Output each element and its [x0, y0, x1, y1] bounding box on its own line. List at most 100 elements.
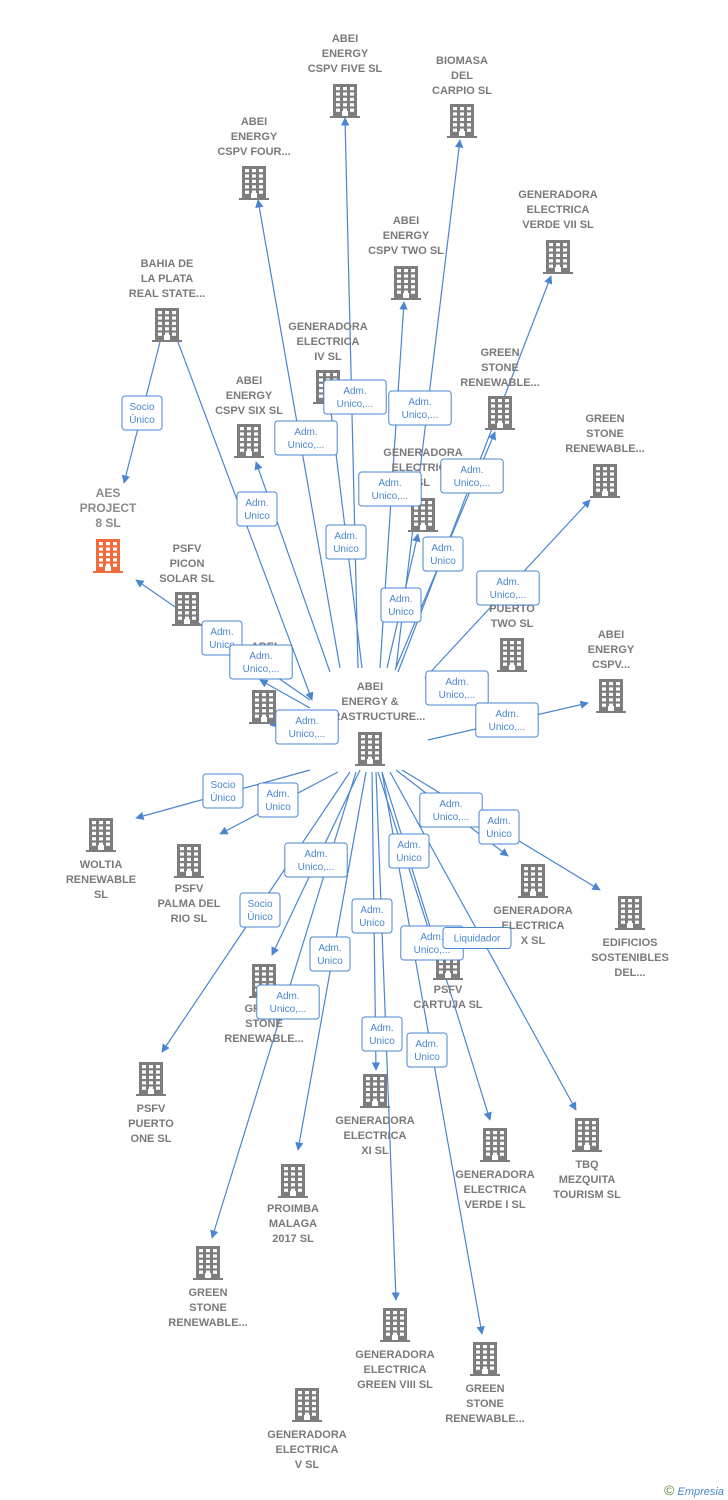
- building-icon: [470, 1342, 500, 1376]
- edge-label[interactable]: Adm.Unico,...: [388, 390, 452, 426]
- company-node-edificios[interactable]: EDIFICIOSSOSTENIBLESDEL...: [591, 896, 669, 979]
- edge-label-text: Adm.: [460, 465, 483, 476]
- company-name-line: STONE: [481, 362, 519, 374]
- company-name-line: GENERADORA: [493, 905, 573, 917]
- edge-label[interactable]: Adm.Unico,...: [476, 570, 540, 606]
- edge-label[interactable]: Adm.Unico: [257, 782, 299, 818]
- company-node-gs-d[interactable]: GREENSTONERENEWABLE...: [168, 1246, 248, 1329]
- edge-label-box: [422, 536, 464, 572]
- edge-label-text: Adm.: [245, 498, 268, 509]
- edge-label[interactable]: Adm.Unico: [388, 833, 430, 869]
- edge-label[interactable]: Adm.Unico: [325, 524, 367, 560]
- company-name-line: GREEN VIII SL: [357, 1379, 433, 1391]
- building-icon: [355, 732, 385, 766]
- company-name-line: ABEI: [332, 33, 358, 45]
- building-icon: [360, 1074, 390, 1108]
- company-name-line: PROJECT: [80, 501, 137, 515]
- company-name-line: ABEI: [598, 629, 624, 641]
- edge-label-text: Unico,...: [414, 945, 451, 956]
- edge-label[interactable]: Adm.Unico: [406, 1032, 448, 1068]
- edge-label-box: [236, 491, 278, 527]
- building-icon: [234, 424, 264, 458]
- company-name-line: CSPV SIX SL: [215, 405, 283, 417]
- edge-label[interactable]: Adm.Unico,...: [440, 458, 504, 494]
- edge-label[interactable]: Adm.Unico: [380, 587, 422, 623]
- company-name-line: CSPV TWO SL: [368, 245, 444, 257]
- edge-label-text: Unico,...: [490, 590, 527, 601]
- edge-label[interactable]: Adm.Unico: [478, 809, 520, 845]
- edge-label-box: [284, 842, 348, 878]
- company-node-gs-e[interactable]: GREENSTONERENEWABLE...: [445, 1342, 525, 1425]
- company-name-line: EDIFICIOS: [602, 937, 657, 949]
- edge-label-text: Unico,...: [243, 664, 280, 675]
- company-name-line: ABEI: [357, 681, 383, 693]
- company-name-line: SOSTENIBLES: [591, 952, 669, 964]
- edge-label[interactable]: Adm.Unico,...: [425, 670, 489, 706]
- company-node-gs-b[interactable]: GREENSTONERENEWABLE...: [565, 413, 645, 498]
- edge-label[interactable]: Adm. Unico,...: [475, 702, 539, 738]
- company-name-line: TBQ: [575, 1159, 599, 1171]
- edge-label[interactable]: Adm.Unico: [361, 1016, 403, 1052]
- building-icon: [615, 896, 645, 930]
- edge-label-box: [257, 782, 299, 818]
- company-name-line: MALAGA: [269, 1218, 317, 1230]
- edge-label[interactable]: Adm.Unico,...: [358, 471, 422, 507]
- company-node-cspv[interactable]: ABEIENERGYCSPV...: [588, 629, 635, 713]
- building-icon: [193, 1246, 223, 1280]
- empresia-watermark[interactable]: © Empresia: [664, 1482, 724, 1498]
- edge-label[interactable]: Adm.Unico,...: [323, 379, 387, 415]
- building-icon: [278, 1164, 308, 1198]
- edge-label[interactable]: Adm.Unico,...: [256, 984, 320, 1020]
- edge-label[interactable]: Adm.Unico,...: [274, 420, 338, 456]
- edge-label-text: Adm.: [495, 709, 518, 720]
- edge-label[interactable]: Adm.Unico: [422, 536, 464, 572]
- edge-label[interactable]: Adm.Unico: [309, 936, 351, 972]
- edge-label[interactable]: Adm.Unico,...: [229, 644, 293, 680]
- company-node-gs-a[interactable]: GREENSTONERENEWABLE...: [460, 347, 540, 430]
- building-icon: [239, 166, 269, 200]
- company-name-line: V SL: [295, 1459, 320, 1471]
- copyright-icon: ©: [664, 1482, 675, 1498]
- building-icon: [174, 844, 204, 878]
- company-name-line: RENEWABLE...: [168, 1317, 247, 1329]
- edge-label[interactable]: Adm.Unico,...: [275, 709, 339, 745]
- company-name-line: ELECTRICA: [344, 1130, 407, 1142]
- edge-label[interactable]: Adm.Unico,...: [284, 842, 348, 878]
- company-name-line: ENERGY: [322, 48, 369, 60]
- edge-label-text: Adm.: [408, 397, 431, 408]
- edge-label-box: [275, 709, 339, 745]
- edge-label-text: Unico,...: [489, 722, 526, 733]
- edge-label[interactable]: Adm.Unico,...: [419, 792, 483, 828]
- edge-label[interactable]: Liquidador: [442, 927, 512, 949]
- edge-label-text: Adm.: [420, 932, 443, 943]
- edge-label[interactable]: Adm.Unico: [236, 491, 278, 527]
- building-icon: [480, 1128, 510, 1162]
- building-icon: [330, 84, 360, 118]
- edge-label[interactable]: Adm.Unico: [351, 898, 393, 934]
